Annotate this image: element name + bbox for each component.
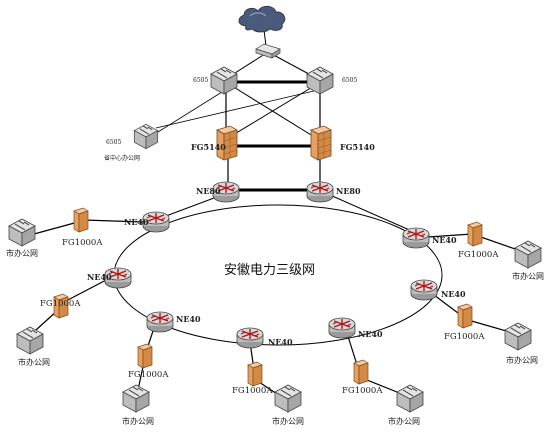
branch-switch-2-icon	[16, 326, 44, 355]
ring-router-3-label: NE40	[176, 314, 201, 324]
branch-firewall-2-label: FG1000A	[40, 299, 81, 309]
branch-office-4-label: 市办公网	[272, 417, 304, 426]
core-router-right-label: NE80	[336, 186, 361, 196]
ring-router-5-icon	[328, 317, 356, 339]
core-switch-right-icon	[306, 66, 334, 95]
branch-firewall-3-icon	[137, 343, 153, 369]
branch-office-7-label: 市办公网	[512, 272, 544, 281]
ring-router-4-label: NE40	[268, 337, 293, 347]
branch-firewall-7-label: FG1000A	[458, 250, 499, 260]
branch-firewall-7-icon	[467, 221, 483, 247]
core-switch-left-label: 6505	[193, 77, 209, 84]
branch-switch-6-icon	[504, 322, 532, 351]
branch-firewall-5-icon	[353, 359, 369, 385]
branch-switch-7-icon	[514, 240, 542, 269]
core-router-right-icon	[306, 181, 334, 203]
top-access-device-icon	[255, 43, 281, 59]
branch-firewall-1-label: FG1000A	[62, 238, 103, 248]
ring-router-5-label: NE40	[358, 329, 383, 339]
branch-office-1-label: 市办公网	[6, 249, 38, 258]
branch-firewall-4-label: FG1000A	[232, 386, 273, 396]
branch-firewall-1-icon	[73, 207, 89, 233]
branch-firewall-5-label: FG1000A	[342, 386, 383, 396]
branch-office-5-label: 市办公网	[388, 417, 420, 426]
province-center-label: 省中心办公网	[104, 155, 141, 162]
ring-router-1-label: NE40	[124, 217, 149, 227]
ring-router-6-label: NE40	[441, 289, 466, 299]
core-firewall-right-icon	[310, 125, 332, 161]
province-center-switch-icon	[133, 123, 159, 150]
branch-firewall-6-label: FG1000A	[444, 332, 485, 342]
links	[33, 29, 519, 397]
branch-office-2-label: 市办公网	[18, 358, 50, 367]
ring-router-7-label: NE40	[432, 235, 457, 245]
diagram-title: 安徽电力三级网	[224, 263, 316, 278]
internet-cloud-icon	[238, 5, 286, 33]
ring-router-3-icon	[146, 311, 174, 333]
core-switch-left-icon	[210, 66, 238, 95]
branch-switch-1-icon	[8, 218, 36, 247]
branch-firewall-3-label: FG1000A	[128, 370, 169, 380]
core-firewall-left-label: FG5140	[191, 142, 226, 152]
core-switch-right-label: 6505	[342, 77, 358, 84]
ring-router-4-icon	[236, 327, 264, 349]
branch-office-3-label: 市办公网	[122, 417, 154, 426]
ring-router-6-icon	[410, 279, 438, 301]
branch-firewall-6-icon	[457, 303, 473, 329]
ring-router-2-label: NE40	[87, 272, 112, 282]
core-firewall-right-label: FG5140	[340, 142, 375, 152]
branch-office-6-label: 市办公网	[506, 356, 538, 365]
branch-switch-5-icon	[396, 384, 424, 413]
branch-switch-3-icon	[122, 384, 150, 413]
branch-switch-4-icon	[274, 384, 302, 413]
province-center-switch-label: 6505	[106, 139, 122, 146]
ring-router-7-icon	[402, 227, 430, 249]
core-router-left-label: NE80	[196, 186, 221, 196]
branch-firewall-4-icon	[247, 361, 263, 387]
